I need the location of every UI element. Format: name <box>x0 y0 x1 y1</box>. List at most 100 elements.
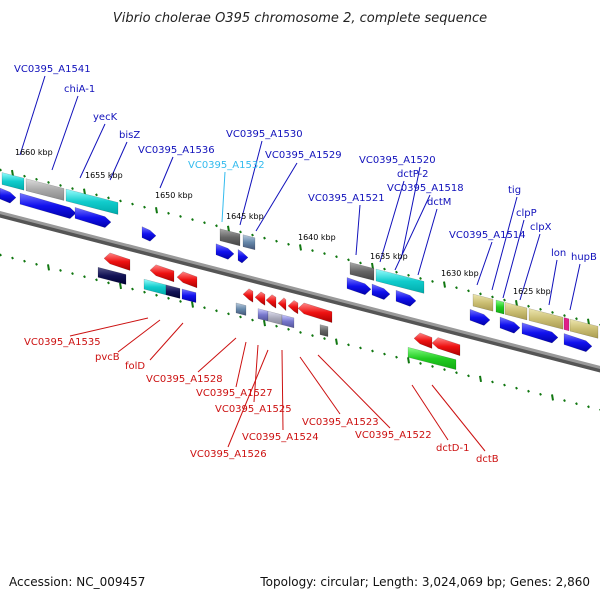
tick-mark <box>131 202 134 206</box>
tick-mark <box>371 349 374 353</box>
map-title: Vibrio cholerae O395 chromosome 2, compl… <box>113 11 487 26</box>
tick-mark <box>455 371 458 375</box>
gene-feature <box>141 226 157 242</box>
tick-mark <box>83 275 86 279</box>
gene-feature <box>0 187 17 204</box>
gene-label-lon[interactable]: lon <box>551 248 566 259</box>
gene-label-clpx[interactable]: clpX <box>530 222 552 233</box>
tick-mark <box>431 365 434 368</box>
label-leader <box>502 219 525 299</box>
tick-mark <box>539 392 542 396</box>
gene-label-vc0395-a1514[interactable]: VC0395_A1514 <box>449 230 526 241</box>
gene-feature <box>257 308 269 322</box>
gene-label-vc0395-a1522[interactable]: VC0395_A1522 <box>355 430 432 441</box>
tick-mark <box>359 346 362 350</box>
gene-feature <box>504 301 528 321</box>
gene-label-dctp-2[interactable]: dctP-2 <box>397 169 429 180</box>
tick-mark <box>263 319 266 327</box>
tick-mark <box>431 280 434 283</box>
gene-feature <box>237 248 249 264</box>
gene-label-dctm[interactable]: dctM <box>427 197 451 208</box>
gene-feature <box>413 332 433 349</box>
tick-mark <box>287 327 290 331</box>
tick-mark <box>155 293 158 297</box>
gene-feature <box>395 289 417 307</box>
tick-mark <box>35 262 38 266</box>
tick-mark <box>23 174 26 178</box>
tick-mark <box>311 249 314 252</box>
tick-mark <box>263 236 266 240</box>
gene-label-pvcb[interactable]: pvcB <box>95 352 120 363</box>
gene-label-vc0395-a1532[interactable]: VC0395_A1532 <box>188 160 265 171</box>
label-leader <box>569 263 581 311</box>
gene-label-vc0395-a1536[interactable]: VC0395_A1536 <box>138 145 215 156</box>
tick-mark <box>335 255 338 259</box>
gene-label-chia-1[interactable]: chiA-1 <box>64 84 95 95</box>
gene-label-vc0395-a1520[interactable]: VC0395_A1520 <box>359 155 436 166</box>
gene-label-vc0395-a1521[interactable]: VC0395_A1521 <box>308 193 385 204</box>
gene-label-hupb[interactable]: hupB <box>571 252 597 263</box>
tick-mark <box>95 278 98 282</box>
gene-feature <box>469 308 491 326</box>
gene-label-dctd-1[interactable]: dctD-1 <box>436 443 469 454</box>
gene-label-vc0395-a1535[interactable]: VC0395_A1535 <box>24 337 101 348</box>
label-leader <box>19 75 46 156</box>
gene-label-vc0395-a1526[interactable]: VC0395_A1526 <box>190 449 267 460</box>
tick-mark <box>371 262 374 270</box>
gene-label-dctb[interactable]: dctB <box>476 454 499 465</box>
label-leader <box>117 319 161 353</box>
gene-label-vc0395-a1518[interactable]: VC0395_A1518 <box>387 183 464 194</box>
gene-feature <box>1 172 25 191</box>
gene-label-fold[interactable]: folD <box>125 361 145 372</box>
tick-mark <box>47 264 50 271</box>
gene-label-vc0395-a1527[interactable]: VC0395_A1527 <box>196 388 273 399</box>
tick-mark <box>479 375 482 383</box>
gene-feature <box>287 300 299 315</box>
gene-feature <box>65 188 119 215</box>
tick-mark <box>467 374 470 378</box>
label-leader <box>159 156 174 189</box>
gene-label-vc0395-a1530[interactable]: VC0395_A1530 <box>226 129 303 140</box>
gene-label-tig[interactable]: tig <box>508 185 521 196</box>
gene-label-vc0395-a1523[interactable]: VC0395_A1523 <box>302 417 379 428</box>
gene-feature <box>242 288 254 303</box>
tick-mark <box>239 315 242 319</box>
tick-label-1650: 1650 kbp <box>155 191 193 200</box>
tick-mark <box>11 256 14 260</box>
label-leader <box>221 171 226 223</box>
gene-label-vc0395-a1524[interactable]: VC0395_A1524 <box>242 432 319 443</box>
tick-mark <box>143 290 146 294</box>
label-leader <box>253 344 259 403</box>
gene-feature <box>74 207 112 228</box>
tick-label-1660: 1660 kbp <box>15 148 53 157</box>
gene-feature <box>297 302 333 324</box>
tick-mark <box>239 230 242 234</box>
label-leader <box>548 259 558 306</box>
tick-mark <box>395 355 398 359</box>
label-leader <box>417 208 438 276</box>
gene-feature <box>563 333 593 353</box>
tick-rows <box>0 168 600 412</box>
gene-label-clpp[interactable]: clpP <box>516 208 537 219</box>
tick-mark <box>539 307 542 311</box>
tick-label-1640: 1640 kbp <box>298 233 336 242</box>
tick-mark <box>203 306 206 310</box>
tick-mark <box>215 309 218 313</box>
tick-mark <box>215 224 218 228</box>
gene-feature <box>569 318 599 339</box>
tick-mark <box>227 312 230 316</box>
gene-label-bisz[interactable]: bisZ <box>119 130 140 141</box>
tick-mark <box>23 259 26 263</box>
gene-label-vc0395-a1525[interactable]: VC0395_A1525 <box>215 404 292 415</box>
chromosome-backbone <box>0 211 600 373</box>
gene-label-vc0395-a1529[interactable]: VC0395_A1529 <box>265 150 342 161</box>
gene-label-vc0395-a1528[interactable]: VC0395_A1528 <box>146 374 223 385</box>
gene-feature <box>235 302 247 316</box>
gene-label-yeck[interactable]: yecK <box>93 112 118 123</box>
gene-feature <box>149 264 175 283</box>
tick-mark <box>119 282 122 290</box>
label-leader <box>69 317 149 337</box>
tick-mark <box>275 324 278 328</box>
gene-label-vc0395-a1541[interactable]: VC0395_A1541 <box>14 64 91 75</box>
gene-feature <box>176 271 198 289</box>
